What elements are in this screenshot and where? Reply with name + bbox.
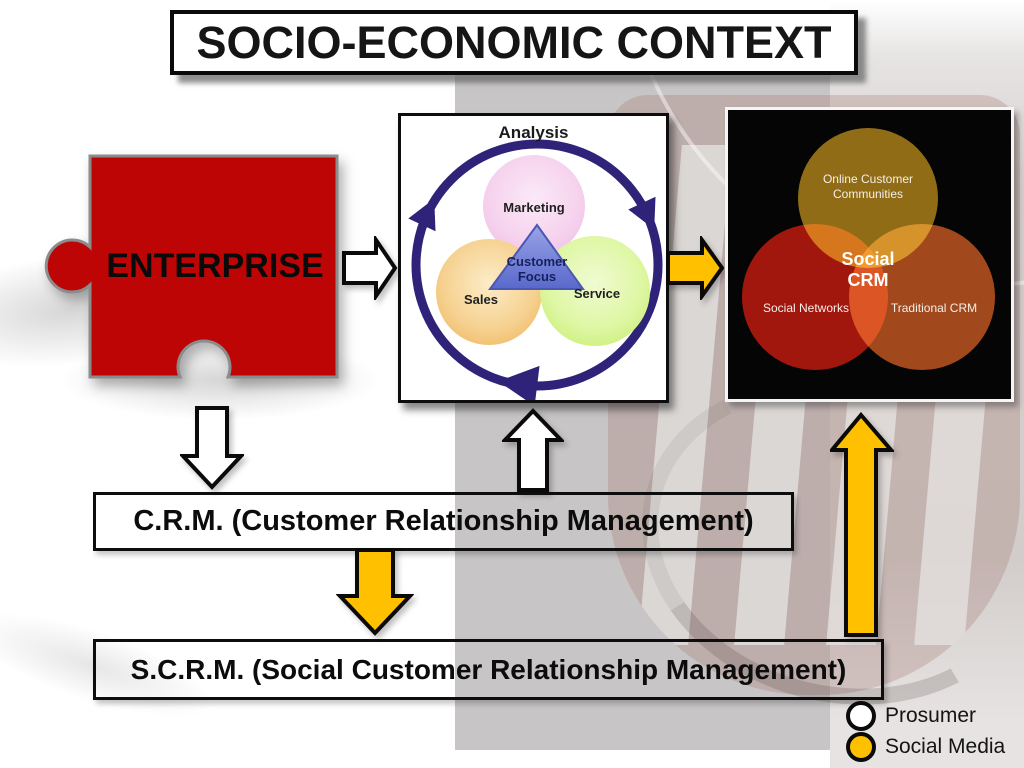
- legend-item-social-media: Social Media: [846, 731, 1005, 762]
- arrow-crm-to-scrm: [336, 548, 414, 636]
- social-networks-label: Social Networks: [762, 301, 850, 315]
- customer-focus-triangle: [488, 223, 585, 290]
- social-crm-label: Social CRM: [841, 249, 895, 290]
- cycle-arrowhead-icon: [408, 198, 436, 232]
- prosumer-circle-icon: [846, 700, 876, 731]
- arrow-enterprise-to-crm: [180, 406, 244, 490]
- cycle-arrowhead-icon: [628, 196, 656, 230]
- sales-label: Sales: [464, 292, 498, 307]
- legend: Prosumer Social Media: [846, 700, 1005, 762]
- arrow-crm-to-analysis: [502, 408, 564, 492]
- analysis-cycle-ring: [408, 139, 663, 400]
- crm-box-label: C.R.M. (Customer Relationship Management…: [133, 505, 754, 537]
- slide-title: SOCIO-ECONOMIC CONTEXT: [196, 16, 832, 68]
- scrm-box: S.C.R.M. (Social Customer Relationship M…: [93, 639, 884, 700]
- traditional-crm-circle: [849, 224, 995, 370]
- arrow-enterprise-to-analysis: [342, 236, 398, 300]
- arrow-analysis-to-socialcrm: [666, 236, 724, 300]
- social-media-circle-icon: [846, 731, 876, 762]
- analysis-title: Analysis: [498, 123, 569, 142]
- social-crm-diagram-box: Online Customer Communities Social CRM S…: [725, 107, 1014, 402]
- legend-label: Social Media: [885, 734, 1006, 758]
- scrm-box-label: S.C.R.M. (Social Customer Relationship M…: [130, 653, 847, 685]
- puzzle-shape: [44, 154, 339, 379]
- enterprise-puzzle-piece: [44, 154, 339, 379]
- slide-title-box: SOCIO-ECONOMIC CONTEXT: [170, 10, 858, 75]
- traditional-crm-label: Traditional CRM: [890, 301, 978, 315]
- enterprise-label: ENTERPRISE: [106, 247, 324, 285]
- arrow-scrm-to-socialcrm: [830, 412, 894, 637]
- online-communities-label: Online Customer Communities: [822, 172, 914, 201]
- service-label: Service: [573, 286, 621, 301]
- crm-box: C.R.M. (Customer Relationship Management…: [93, 492, 794, 551]
- marketing-label: Marketing: [503, 200, 565, 215]
- analysis-diagram-box: Analysis Marketing Sales Service Custome…: [398, 113, 669, 403]
- legend-label: Prosumer: [885, 703, 977, 727]
- customer-focus-label: Customer Focus: [506, 254, 568, 284]
- cycle-arrowhead-icon: [498, 365, 540, 400]
- legend-item-prosumer: Prosumer: [846, 700, 1005, 731]
